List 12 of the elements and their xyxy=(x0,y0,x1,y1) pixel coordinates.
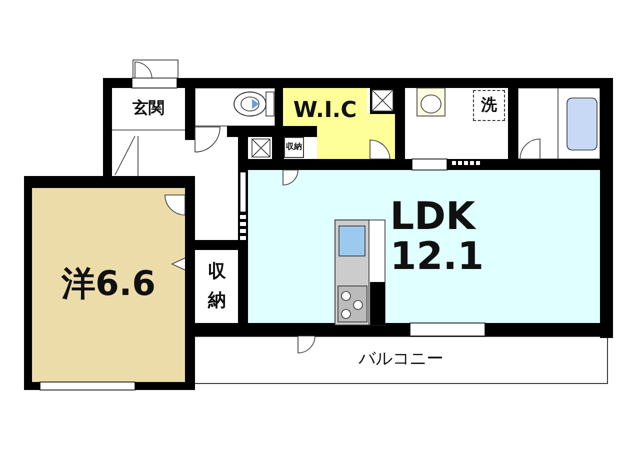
balcony-area xyxy=(194,336,608,384)
room-label: バルコニー xyxy=(358,351,444,369)
room-label: 洋6.6 xyxy=(61,267,156,303)
room-label: 玄関 xyxy=(132,100,164,116)
room-label: LDK 12.1 xyxy=(390,196,485,276)
room-label: 収納 xyxy=(286,143,302,152)
bedroom-area xyxy=(32,188,185,382)
room-label: 洗 xyxy=(481,97,497,114)
washer-space xyxy=(473,90,505,121)
room-label: W.I.C xyxy=(293,99,357,123)
room-label: 収納 xyxy=(207,260,227,312)
storage-area xyxy=(284,137,304,158)
